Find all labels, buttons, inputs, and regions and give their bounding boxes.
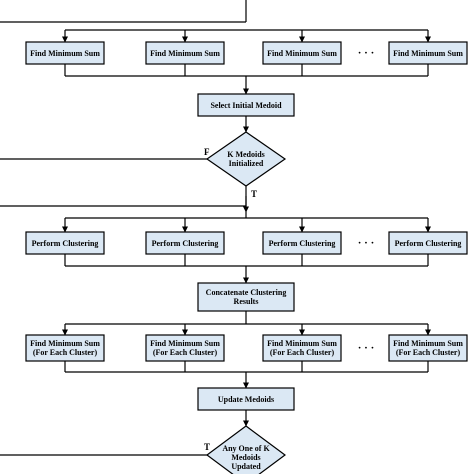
- perform-clustering-label-1: Perform Clustering: [31, 238, 99, 248]
- perform-clustering-label-2: Perform Clustering: [151, 238, 219, 248]
- find-sum-box-3: [262, 41, 342, 65]
- find-sum-cluster-label-2: Find Minimum Sum (For Each Cluster): [150, 339, 220, 357]
- find-sum-box-1: [25, 41, 105, 65]
- ellipsis-row-2: · · ·: [357, 236, 375, 249]
- find-sum-cluster-box-2: [145, 334, 225, 362]
- select-initial-medoid-box: [197, 93, 295, 117]
- concatenate-results-label: Concatenate Clustering Results: [205, 288, 287, 306]
- find-sum-label-2: Find Minimum Sum: [150, 48, 220, 58]
- find-sum-label-4: Find Minimum Sum: [393, 48, 463, 58]
- k-medoids-initialized-label: K Medoids Initialized: [227, 150, 265, 168]
- find-sum-cluster-label-1: Find Minimum Sum (For Each Cluster): [30, 339, 100, 357]
- ellipsis-row-1: · · ·: [357, 46, 375, 59]
- edge-label-false: F: [204, 147, 210, 157]
- find-sum-cluster-label-4: Find Minimum Sum (For Each Cluster): [393, 339, 463, 357]
- find-sum-label-1: Find Minimum Sum: [30, 48, 100, 58]
- k-medoids-initialized-decision: [205, 131, 287, 187]
- perform-clustering-box-1: [25, 231, 105, 255]
- find-sum-label-3: Find Minimum Sum: [267, 48, 337, 58]
- concatenate-results-box: [197, 282, 295, 312]
- find-sum-cluster-box-4: [388, 334, 468, 362]
- perform-clustering-label-3: Perform Clustering: [268, 238, 336, 248]
- find-sum-cluster-label-3: Find Minimum Sum (For Each Cluster): [267, 339, 337, 357]
- perform-clustering-box-4: [388, 231, 468, 255]
- perform-clustering-label-4: Perform Clustering: [394, 238, 462, 248]
- ellipsis-row-3: · · ·: [357, 341, 375, 354]
- edge-label-true-loop: T: [204, 442, 211, 452]
- select-initial-medoid-label: Select Initial Medoid: [210, 100, 282, 110]
- find-sum-box-2: [145, 41, 225, 65]
- find-sum-cluster-box-1: [25, 334, 105, 362]
- edge-label-true-down: T: [251, 189, 258, 199]
- perform-clustering-box-3: [262, 231, 342, 255]
- perform-clustering-box-2: [145, 231, 225, 255]
- any-one-updated-label: Any One of K Medoids Updated: [222, 444, 270, 471]
- find-sum-box-4: [388, 41, 468, 65]
- update-medoids-box: [197, 387, 295, 411]
- find-sum-cluster-box-3: [262, 334, 342, 362]
- update-medoids-label: Update Medoids: [217, 394, 275, 404]
- any-one-updated-decision: [205, 425, 287, 474]
